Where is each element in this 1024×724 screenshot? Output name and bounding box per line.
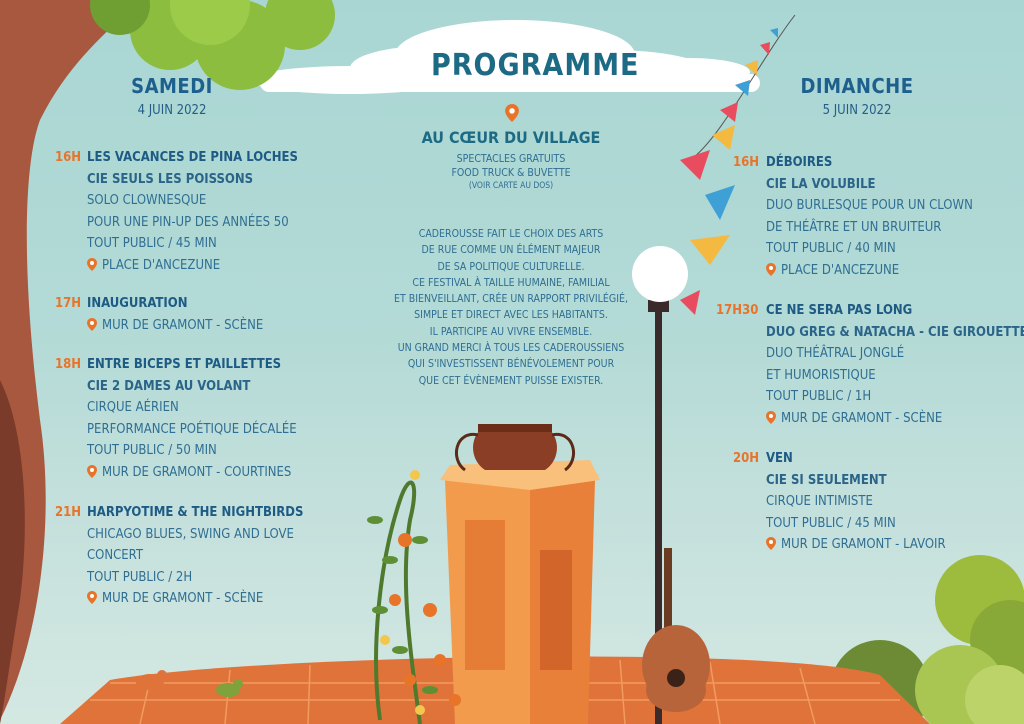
- tree-trunk: [0, 0, 140, 720]
- event-location: MUR DE GRAMONT - COURTINES: [87, 462, 297, 484]
- event-title: CE NE SERA PAS LONG: [766, 303, 913, 318]
- intro-paragraph: CADEROUSSE FAIT LE CHOIX DES ARTS DE RUE…: [361, 226, 661, 389]
- location-pin-icon: [87, 317, 97, 331]
- cloud-decoration: [250, 20, 760, 94]
- event-time: 20H: [733, 451, 760, 466]
- event-title: INAUGURATION: [87, 296, 188, 311]
- event-location: PLACE D'ANCEZUNE: [87, 255, 298, 277]
- event-company: CIE SEULS LES POISSONS: [87, 171, 254, 187]
- venue-subtitle: SPECTACLES GRATUITS: [456, 153, 566, 165]
- event-detail: TOUT PUBLIC / 50 MIN: [87, 443, 217, 458]
- event-company: CIE SI SEULEMENT: [766, 472, 887, 488]
- event-detail: TOUT PUBLIC / 40 MIN: [766, 241, 896, 256]
- location-label: MUR DE GRAMONT - COURTINES: [102, 464, 292, 480]
- venue-heading: AU CŒUR DU VILLAGE: [421, 128, 601, 147]
- event-time: 18H: [55, 357, 82, 372]
- event-company: CIE 2 DAMES AU VOLANT: [87, 378, 251, 394]
- map-note: (VOIR CARTE AU DOS): [468, 181, 554, 191]
- event-time: 16H: [733, 155, 760, 170]
- event-title: LES VACANCES DE PINA LOCHES: [87, 150, 298, 165]
- stone-pillar: [440, 460, 600, 724]
- event-detail: ET HUMORISTIQUE: [766, 367, 876, 383]
- event-detail: CIRQUE AÉRIEN: [87, 400, 179, 415]
- event-detail: TOUT PUBLIC / 1H: [766, 389, 872, 404]
- event-detail: TOUT PUBLIC / 2H: [87, 569, 193, 585]
- flower-vine: [367, 470, 461, 724]
- location-pin-icon: [505, 104, 519, 122]
- location-label: MUR DE GRAMONT - SCÈNE: [102, 591, 264, 606]
- event-detail: DUO BURLESQUE POUR UN CLOWN: [766, 198, 973, 213]
- event-time: 17H: [55, 296, 82, 311]
- event-time: 17H30: [716, 303, 759, 318]
- location-label: MUR DE GRAMONT - SCÈNE: [781, 410, 943, 426]
- saturday-heading: SAMEDI: [131, 74, 213, 98]
- event-detail: TOUT PUBLIC / 45 MIN: [87, 236, 217, 251]
- event-detail: DE THÉÂTRE ET UN BRUITEUR: [766, 219, 942, 235]
- event-location: PLACE D'ANCEZUNE: [766, 260, 973, 282]
- tree-foliage: [90, 0, 335, 90]
- event-location: MUR DE GRAMONT - SCÈNE: [87, 588, 303, 610]
- sunday-heading: DIMANCHE: [800, 74, 914, 98]
- location-pin-icon: [766, 410, 776, 424]
- event-detail: CIRQUE INTIMISTE: [766, 494, 873, 509]
- location-label: PLACE D'ANCEZUNE: [781, 262, 900, 278]
- event-title: VEN: [766, 451, 793, 466]
- event-detail: CONCERT: [87, 548, 143, 563]
- paragraph-line: SIMPLE ET DIRECT AVEC LES HABITANTS.: [414, 309, 608, 322]
- location-pin-icon: [87, 464, 97, 478]
- venue-subtitle: FOOD TRUCK & BUVETTE: [451, 167, 571, 179]
- paragraph-line: CE FESTIVAL À TAILLE HUMAINE, FAMILIAL: [412, 276, 610, 289]
- event-time: 21H: [55, 505, 82, 520]
- event-detail: SOLO CLOWNESQUE: [87, 193, 207, 208]
- event-title: DÉBOIRES: [766, 155, 833, 170]
- paragraph-line: QUI S'INVESTISSENT BÉNÉVOLEMENT POUR: [407, 358, 615, 371]
- event-location: MUR DE GRAMONT - SCÈNE: [766, 408, 1024, 430]
- paragraph-line: QUE CET ÉVÈNEMENT PUISSE EXISTER.: [418, 374, 604, 387]
- event-location: MUR DE GRAMONT - LAVOIR: [766, 534, 946, 556]
- location-pin-icon: [87, 257, 97, 271]
- event-company: DUO GREG & NATACHA - CIE GIROUETTE: [766, 324, 1024, 340]
- event-detail: TOUT PUBLIC / 45 MIN: [766, 515, 896, 531]
- location-pin-icon: [87, 591, 97, 604]
- location-label: MUR DE GRAMONT - SCÈNE: [102, 317, 264, 333]
- event-time: 16H: [55, 150, 82, 165]
- street-lamp: [632, 246, 688, 724]
- paragraph-line: CADEROUSSE FAIT LE CHOIX DES ARTS: [418, 228, 604, 240]
- event-detail: DUO THÉÂTRAL JONGLÉ: [766, 346, 905, 361]
- location-label: PLACE D'ANCEZUNE: [102, 257, 221, 273]
- sunday-date: 5 JUIN 2022: [822, 103, 892, 118]
- paragraph-line: IL PARTICIPE AU VIVRE ENSEMBLE.: [429, 325, 593, 338]
- location-label: MUR DE GRAMONT - LAVOIR: [781, 537, 946, 552]
- page-title: PROGRAMME: [431, 48, 640, 83]
- paragraph-line: DE RUE COMME UN ÉLÉMENT MAJEUR: [421, 244, 601, 257]
- event-detail: PERFORMANCE POÉTIQUE DÉCALÉE: [87, 421, 297, 437]
- paragraph-line: ET BIENVEILLANT, CRÉE UN RAPPORT PRIVILÉ…: [394, 293, 628, 306]
- bunting-flags: [680, 14, 796, 315]
- location-pin-icon: [766, 262, 776, 276]
- vase: [455, 424, 575, 472]
- event-company: CIE LA VOLUBILE: [766, 176, 876, 192]
- event-title: ENTRE BICEPS ET PAILLETTES: [87, 357, 282, 372]
- paragraph-line: UN GRAND MERCI À TOUS LES CADEROUSSIENS: [397, 342, 625, 355]
- guitar: [642, 548, 710, 712]
- birds: [136, 670, 243, 697]
- event-location: MUR DE GRAMONT - SCÈNE: [87, 315, 263, 337]
- location-pin-icon: [766, 537, 776, 550]
- event-detail: CHICAGO BLUES, SWING AND LOVE: [87, 526, 294, 542]
- event-title: HARPYOTIME & THE NIGHTBIRDS: [87, 505, 304, 520]
- paragraph-line: DE SA POLITIQUE CULTURELLE.: [437, 260, 585, 273]
- saturday-date: 4 JUIN 2022: [137, 103, 207, 118]
- event-detail: POUR UNE PIN-UP DES ANNÉES 50: [87, 214, 289, 230]
